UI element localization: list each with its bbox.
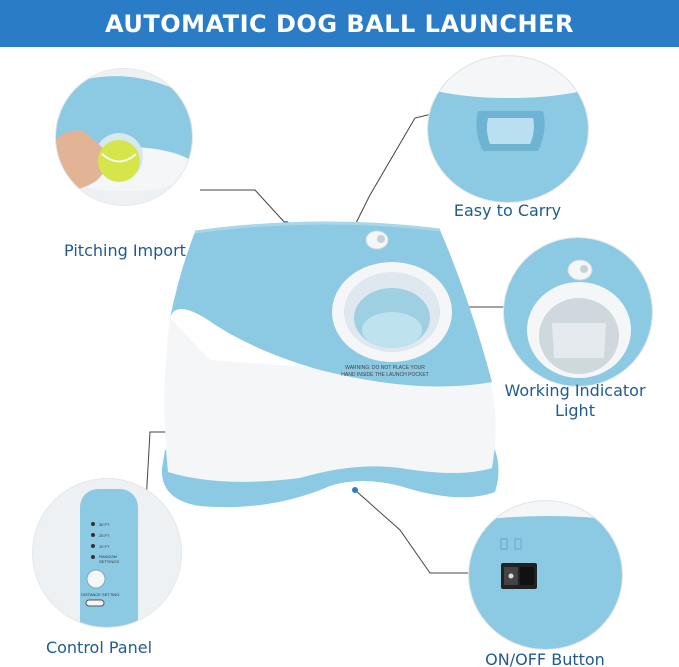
warning-line-1: WARNING: DO NOT PLACE YOUR [345,365,425,371]
ball-launcher-device [161,221,499,508]
label-pitching-import: Pitching Import [64,241,186,260]
callout-carry-photo [427,55,589,203]
leader-line-pitching [200,189,287,225]
led-10ft [91,544,95,548]
label-control-panel: Control Panel [45,638,153,657]
control-panel-illustration [33,479,181,627]
panel-label-settings: SETTINGS [99,559,120,564]
label-easy-to-carry: Easy to Carry [453,201,562,220]
callout-control-panel-photo: 30 FT 25 FT 10 FT RANDOM SETTINGS DISTAN… [32,478,182,628]
hand-shape [56,130,107,191]
led-25ft [91,533,95,537]
warning-line-2: HAND INSIDE THE LAUNCH POCKET [341,372,429,378]
pitching-photo-illustration [56,69,192,205]
led-30ft [91,522,95,526]
carry-photo-illustration [428,56,588,202]
power-switch-on-side [520,567,534,585]
panel-label-25ft: 25 FT [99,533,110,538]
led-random [91,555,95,559]
onoff-photo-illustration [469,501,622,649]
label-on-off-button: ON/OFF Button [485,650,605,667]
panel-label-distance-setting: DISTANCE SETTING [81,592,120,597]
label-working-indicator-line1: Working Indicator [504,381,646,400]
distance-setting-button [86,569,106,589]
page-title: AUTOMATIC DOG BALL LAUNCHER [105,9,574,38]
leader-line-onoff [354,489,505,574]
indicator-light-icon [567,259,593,281]
usb-port-icon [85,599,105,607]
callout-dot-onoff [352,487,358,493]
label-working-indicator: Working Indicator Light [490,381,660,421]
panel-label-random: RANDOM [99,554,117,559]
device-warning: WARNING: DO NOT PLACE YOUR HAND INSIDE T… [330,365,440,379]
callout-pitching-photo [55,68,193,206]
panel-label-30ft: 30 FT [99,522,110,527]
callout-indicator-photo [503,237,653,387]
title-banner: AUTOMATIC DOG BALL LAUNCHER [0,0,679,47]
callout-onoff-photo [468,500,623,650]
indicator-photo-illustration [504,238,652,386]
label-working-indicator-line2: Light [555,401,595,420]
panel-label-10ft: 10 FT [99,544,110,549]
